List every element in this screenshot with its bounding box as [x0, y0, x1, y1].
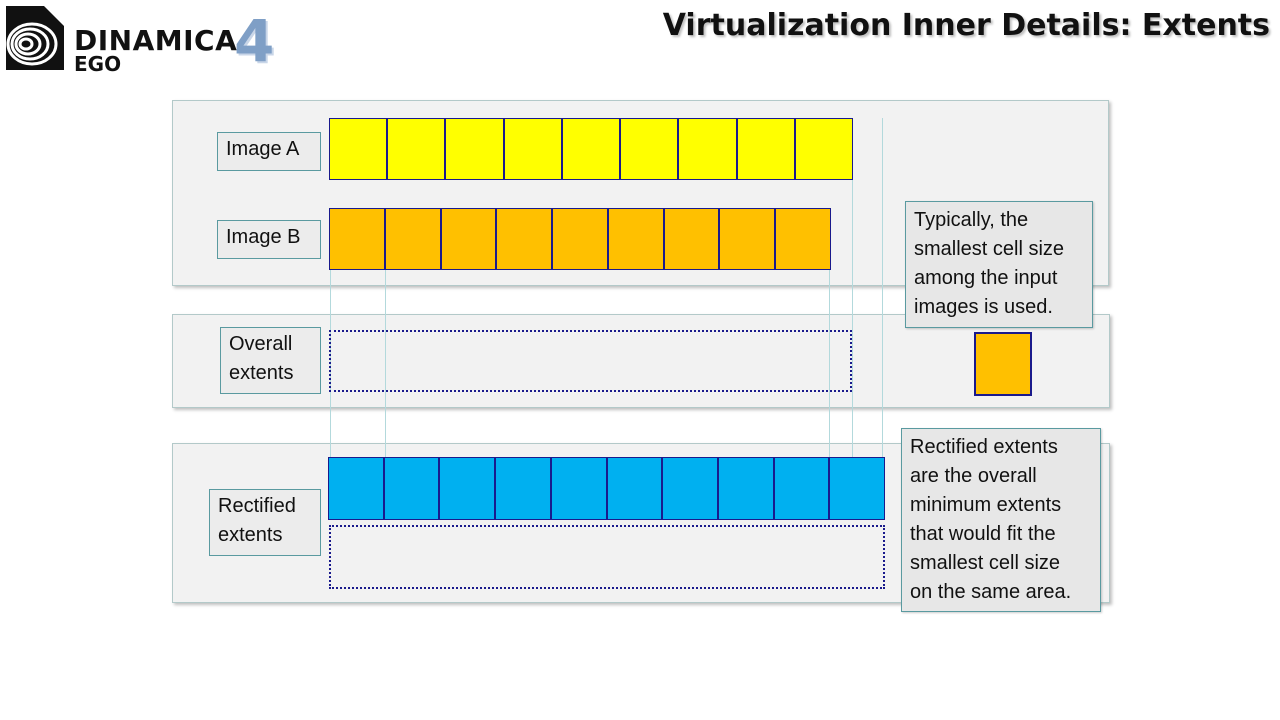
image-b-cell-row [329, 208, 831, 270]
label-rectified-line1: Rectified [218, 495, 296, 517]
rectified-cell [774, 458, 831, 519]
image-a-cell [388, 119, 447, 179]
image-a-cell [679, 119, 738, 179]
guide-line-b-right [829, 270, 830, 460]
label-image-b: Image B [217, 220, 321, 259]
image-a-cell [504, 119, 563, 179]
rectified-cell [718, 458, 775, 519]
image-b-cell [497, 209, 554, 269]
rectified-cell [440, 458, 497, 519]
logo-version-number: 4 [234, 7, 275, 75]
label-overall-line1: Overall [229, 333, 293, 355]
rectified-cell-row [328, 457, 885, 520]
image-a-cell [737, 119, 796, 179]
spiral-logo-icon [6, 6, 64, 70]
label-overall-extents: Overall extents [220, 327, 321, 394]
rectified-cell [384, 458, 441, 519]
image-b-cell [664, 209, 721, 269]
rectified-cell [551, 458, 608, 519]
image-b-cell [720, 209, 777, 269]
rectified-callout-line: that would fit the [910, 523, 1056, 545]
image-a-cell [330, 119, 389, 179]
image-b-cell [330, 209, 386, 269]
rectified-callout-line: are the overall [910, 465, 1037, 487]
rectified-cell [663, 458, 719, 519]
image-b-cell [608, 209, 665, 269]
rectified-callout-line: on the same area. [910, 581, 1072, 603]
image-a-cell [621, 119, 680, 179]
callout-rectified-extents: Rectified extents are the overall minimum … [901, 428, 1101, 612]
label-image-a-text: Image A [226, 138, 300, 160]
cell-size-callout-line: images is used. [914, 296, 1053, 318]
rectified-extents-outline [329, 525, 885, 589]
image-b-cell [553, 209, 609, 269]
cell-size-callout-line: Typically, the [914, 209, 1029, 231]
overall-extents-panel [172, 314, 1110, 408]
image-a-cell-row [329, 118, 853, 180]
label-overall-line2: extents [229, 362, 294, 384]
rectified-callout-line: smallest cell size [910, 552, 1061, 574]
rectified-callout-line: Rectified extents [910, 436, 1058, 458]
rectified-cell [496, 458, 552, 519]
image-a-cell [562, 119, 622, 179]
guide-line-a-right [852, 180, 853, 460]
overall-extents-outline [329, 330, 852, 392]
slide-title: Virtualization Inner Details: Extents [662, 8, 1270, 43]
callout-smallest-cell-size: Typically, the smallest cell size among th… [905, 201, 1093, 328]
smallest-cell-sample [974, 332, 1032, 396]
label-image-a: Image A [217, 132, 321, 171]
guide-line-b-cell1 [385, 270, 386, 460]
image-b-cell [776, 209, 831, 269]
cell-size-callout-line: among the input [914, 267, 1058, 289]
dinamica-ego-logo: DINAMICA EGO 4 [4, 4, 275, 76]
rectified-cell [830, 458, 885, 519]
label-rectified-extents: Rectified extents [209, 489, 321, 556]
cell-size-callout-line: smallest cell size [914, 238, 1065, 260]
logo-word-dinamica: DINAMICA [74, 24, 238, 57]
rectified-cell [329, 458, 385, 519]
image-b-cell [441, 209, 498, 269]
guide-line-rectified-right [882, 118, 883, 460]
image-b-cell [385, 209, 442, 269]
rectified-cell [607, 458, 664, 519]
image-a-cell [795, 119, 852, 179]
label-image-b-text: Image B [226, 226, 301, 248]
image-a-cell [446, 119, 505, 179]
logo-word-ego: EGO [74, 52, 122, 76]
label-rectified-line2: extents [218, 524, 283, 546]
rectified-callout-line: minimum extents [910, 494, 1062, 516]
